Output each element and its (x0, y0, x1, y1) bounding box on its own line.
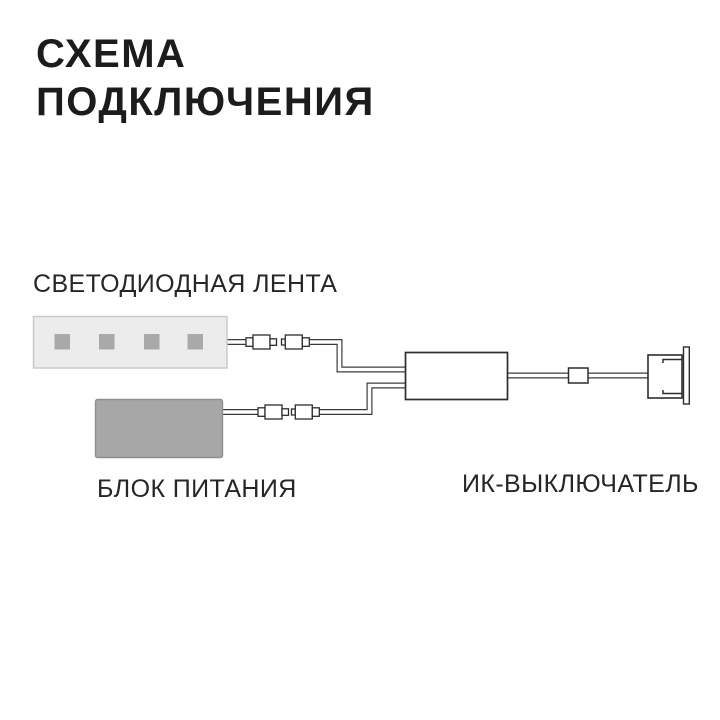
socket-ferrule (301, 337, 310, 347)
ir-switch-body (647, 354, 683, 399)
plug-tip (269, 338, 278, 346)
controller-box-shape (404, 351, 509, 401)
led-chip (54, 334, 70, 350)
led-chip (99, 334, 115, 350)
ir-switch-faceplate (682, 346, 691, 405)
plug-tip (281, 408, 290, 416)
plug-ferrule (245, 337, 254, 347)
ferrite-bead-shape (567, 367, 589, 384)
ir-switch-clip-bottom (662, 390, 682, 395)
plug-body (264, 404, 283, 420)
plug-ferrule (257, 407, 266, 417)
page-title-line-2: ПОДКЛЮЧЕНИЯ (36, 80, 375, 124)
page-title: СХЕМА ПОДКЛЮЧЕНИЯ (36, 30, 375, 126)
ir-switch-shape (647, 346, 691, 405)
plug-body (252, 334, 271, 350)
led-strip-label: СВЕТОДИОДНАЯ ЛЕНТА (33, 270, 338, 298)
wires-core (220, 340, 650, 414)
ir-switch-clip-top (662, 358, 682, 363)
socket-ferrule (311, 407, 320, 417)
socket-body (284, 334, 303, 350)
power-supply-shape (94, 398, 224, 459)
led-chip (187, 334, 203, 350)
connector-plug-led-strip (245, 334, 278, 350)
led-chip (144, 334, 160, 350)
page-title-line-1: СХЕМА (36, 32, 187, 76)
ir-switch-label: ИК-ВЫКЛЮЧАТЕЛЬ (462, 470, 699, 498)
connector-plug-power-supply (257, 404, 290, 420)
connector-socket-controller-bottom (290, 404, 320, 420)
connector-socket-controller-top (280, 334, 310, 350)
socket-body (294, 404, 313, 420)
power-supply-label: БЛОК ПИТАНИЯ (97, 475, 297, 503)
